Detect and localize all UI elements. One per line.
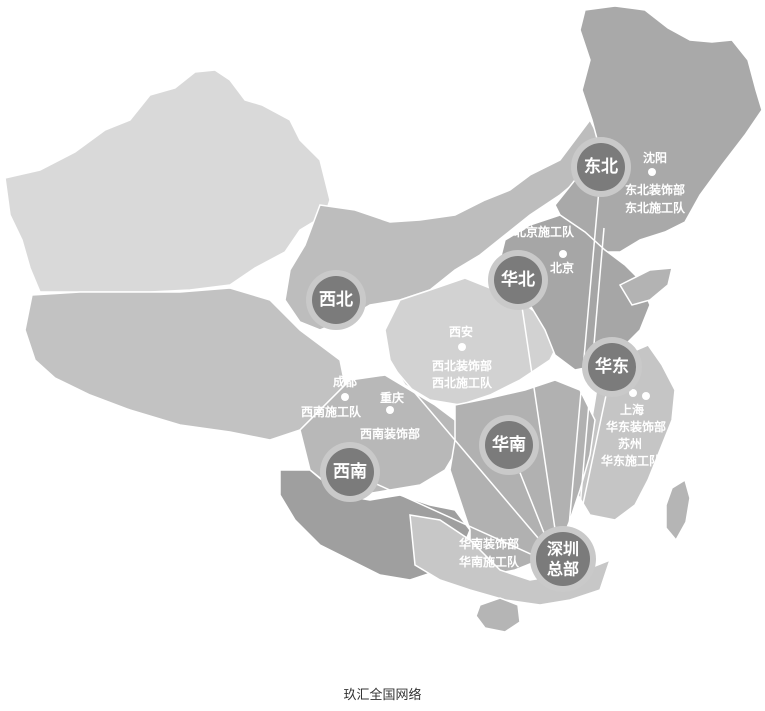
region-hainan — [475, 597, 521, 633]
hub-north-label: 华北 — [501, 269, 535, 290]
hub-southwest: 西南 — [320, 442, 380, 502]
label-suzhou: 苏州 — [618, 436, 642, 451]
label-shenyang: 沈阳 — [643, 150, 667, 165]
hub-headquarters: 深圳 总部 — [530, 526, 596, 592]
dot-chongqing — [386, 406, 394, 414]
label-sw-team: 西南施工队 — [301, 404, 362, 419]
hub-east: 华东 — [582, 337, 642, 397]
dot-chengdu — [341, 393, 349, 401]
region-northwest-land — [4, 69, 331, 293]
region-inner-mongolia — [284, 118, 601, 331]
label-sc-team: 华南施工队 — [459, 554, 520, 569]
region-taiwan — [665, 478, 691, 542]
hub-northwest: 西北 — [306, 270, 366, 330]
hub-northeast: 东北 — [571, 137, 631, 197]
hub-south-label: 华南 — [492, 434, 526, 455]
label-nw-decor: 西北装饰部 — [432, 358, 492, 373]
link-southwest — [349, 471, 547, 562]
hub-east-label: 华东 — [595, 356, 629, 377]
link-beijing — [575, 227, 605, 555]
hq-label-line2: 总部 — [547, 560, 579, 579]
hub-southwest-label: 西南 — [333, 461, 367, 482]
hub-northeast-label: 东北 — [584, 156, 618, 177]
hubs: 东北 华北 西北 华东 华南 西南 深圳 — [306, 137, 642, 592]
link-northwest — [335, 299, 551, 553]
dot-shanghai — [642, 392, 650, 400]
label-nw-team: 西北施工队 — [432, 375, 493, 390]
label-shanghai: 上海 — [620, 402, 644, 417]
label-chengdu: 成都 — [333, 374, 357, 389]
hub-north: 华北 — [488, 250, 548, 310]
label-ne-team: 东北施工队 — [625, 200, 686, 215]
label-sc-decor: 华南装饰部 — [459, 536, 519, 551]
city-labels: 沈阳 东北装饰部 东北施工队 北京施工队 北京 西安 西北装饰部 西北施工队 成… — [301, 150, 686, 569]
label-ec-decor: 华东装饰部 — [606, 419, 666, 434]
dot-suzhou — [629, 389, 637, 397]
label-xian: 西安 — [449, 324, 473, 339]
land-regions — [4, 5, 763, 633]
label-beijing-team: 北京施工队 — [514, 224, 575, 239]
city-dots — [341, 168, 656, 414]
hub-northwest-label: 西北 — [319, 290, 353, 310]
label-sw-decor: 西南装饰部 — [360, 426, 420, 441]
hq-label-line1: 深圳 — [547, 540, 579, 559]
label-chongqing: 重庆 — [380, 390, 404, 405]
region-shandong — [618, 267, 673, 306]
label-ne-decor: 东北装饰部 — [625, 182, 685, 197]
dot-beijing — [559, 250, 567, 258]
dot-xian — [458, 343, 466, 351]
dot-shenyang — [648, 168, 656, 176]
map-caption: 玖汇全国网络 — [343, 688, 422, 703]
label-ec-team: 华东施工队 — [601, 453, 662, 468]
label-beijing: 北京 — [550, 260, 574, 275]
link-north — [517, 279, 560, 557]
hub-south: 华南 — [479, 415, 539, 475]
